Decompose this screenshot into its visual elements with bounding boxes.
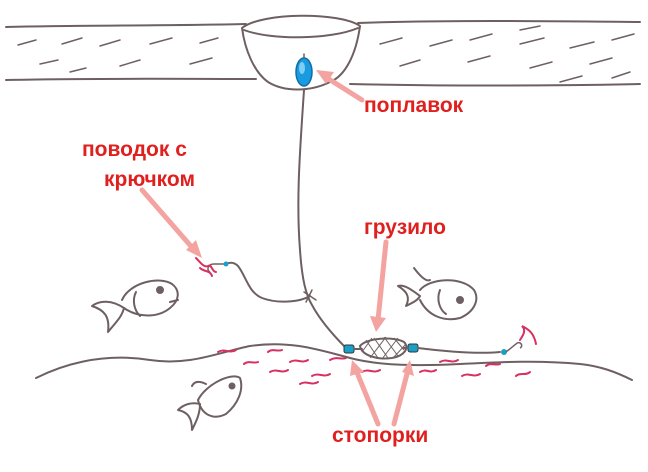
- main-line: [297, 89, 347, 349]
- leader-line: [225, 261, 311, 303]
- leader-label-line2: крючком: [104, 168, 195, 191]
- float-arrow: [316, 70, 365, 103]
- fish-icon: [177, 375, 243, 431]
- fish-icon: [91, 279, 179, 333]
- hook-icon: [501, 341, 523, 355]
- sinker-arrow: [370, 239, 389, 332]
- sinker-net-icon: [358, 336, 408, 360]
- float-label: поплавок: [364, 94, 464, 117]
- bloodworm-icon: [195, 257, 217, 277]
- stoppers-label: стопорки: [332, 424, 429, 447]
- bloodworm-icon: [519, 325, 537, 345]
- float-icon: [295, 53, 313, 87]
- leader-arrow: [139, 187, 202, 258]
- sinker-label: грузило: [364, 216, 446, 239]
- stopper-bead-right: [407, 343, 419, 353]
- stoppers-arrows: [350, 360, 414, 427]
- bloodworm-icon: [217, 349, 531, 385]
- leader-label-line1: поводок с: [82, 138, 187, 161]
- bottom-line: [35, 343, 633, 381]
- fish-icon: [397, 267, 478, 321]
- ice-layer: [5, 14, 641, 91]
- stopper-bead-left: [343, 344, 355, 354]
